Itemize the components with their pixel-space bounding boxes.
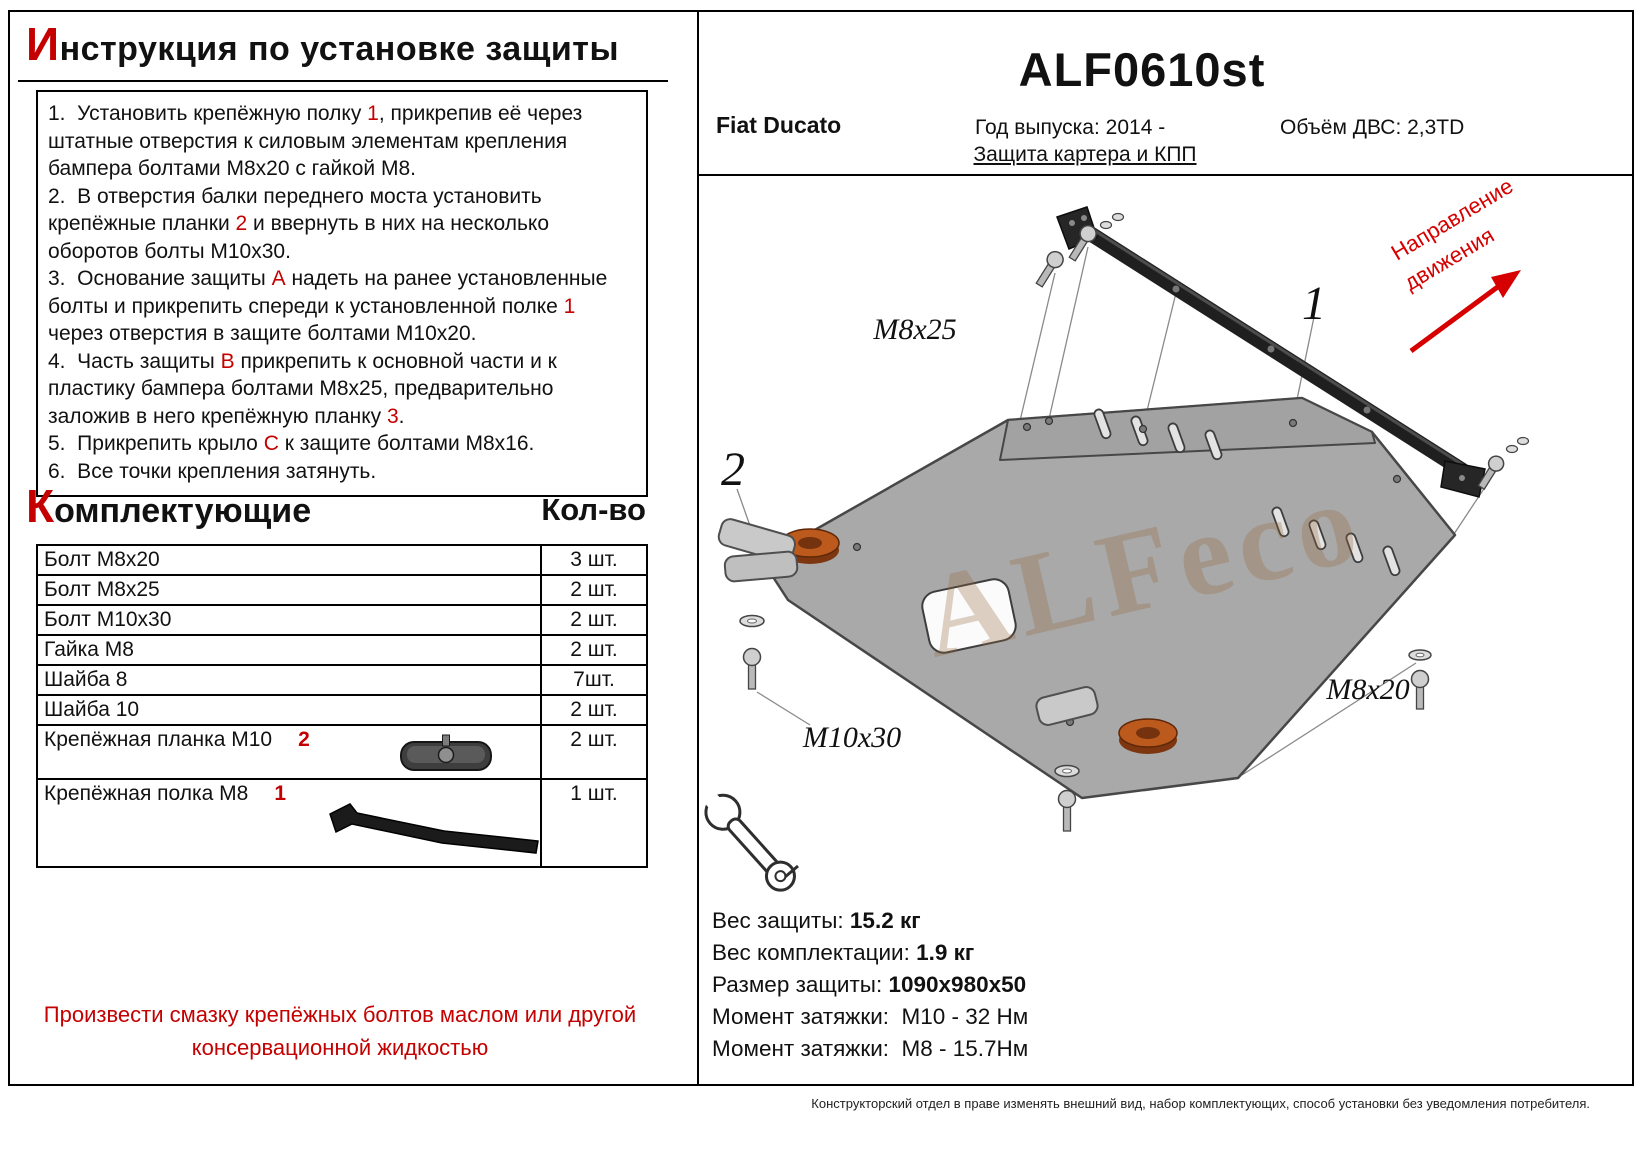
parts-header: Комплектующие Кол-во [26,480,646,532]
part-qty: 2 шт. [540,694,648,726]
part-qty: 7шт. [540,664,648,696]
product-subtitle: Защита картера и КПП [973,143,1197,166]
part-qty: 2 шт. [540,634,648,666]
part-name: Крепёжная планка М10 [44,728,273,751]
label-m8x20: М8х20 [1325,673,1409,706]
spec-row: Момент затяжки: М10 - 32 Нм [712,1004,1029,1029]
title-rule [18,80,668,82]
parts-row: Шайба 10 2 шт. [36,694,648,726]
part-name: Крепёжная полка М8 [44,782,249,805]
parts-row: Гайка М8 2 шт. [36,634,648,666]
installation-steps: 1. Установить крепёжную полку 1, прикреп… [48,100,636,485]
page-frame [8,10,1634,1086]
bolt-m10x30-bottom [1054,764,1080,832]
header-rule [697,174,1634,176]
engine-volume: Объём ДВС: 2,3TD [1280,116,1465,139]
part-ref-number: 2 [298,728,310,751]
label-m10x30: М10х30 [802,721,901,754]
parts-row: Болт М10х30 2 шт. [36,604,648,636]
parts-row: Крепёжная полка М8 1 1 шт. [36,778,648,868]
clamp-plate-icon [400,734,492,771]
direction-arrow [1409,270,1521,354]
parts-row: Болт М8х25 2 шт. [36,574,648,606]
rubber-mount [1118,718,1178,754]
spec-row: Момент затяжки: М8 - 15.7Нм [712,1036,1029,1061]
part-qty: 2 шт. [540,604,648,636]
clamp-plate-bottom [1035,686,1099,726]
parts-title: Комплектующие [26,480,312,532]
label-part1: 1 [1302,277,1326,330]
wrench-icon [699,787,796,892]
shelf-bracket-icon [329,803,539,854]
parts-row: Шайба 8 7шт. [36,664,648,696]
spec-row: Вес защиты: 15.2 кг [712,908,921,933]
instruction-step: 1. Установить крепёжную полку 1, прикреп… [48,102,589,180]
installation-steps-box: 1. Установить крепёжную полку 1, прикреп… [36,90,648,497]
parts-row: Болт М8х20 3 шт. [36,544,648,576]
part-qty: 1 шт. [540,778,648,868]
part-qty: 2 шт. [540,574,648,606]
label-m8x25: М8х25 [872,313,956,346]
parts-row: Крепёжная планка М10 2 2 шт. [36,724,648,780]
bolt-m8x20 [1408,649,1432,710]
disclaimer: Конструкторский отдел в праве изменять в… [811,1096,1590,1111]
instruction-step: 4. Часть защиты В прикрепить к основной … [48,349,563,428]
grease-note: Произвести смазку крепёжных болтов масло… [43,1002,637,1060]
qty-header: Кол-во [541,492,646,527]
label-part2: 2 [721,443,745,496]
instruction-step: 3. Основание защиты А надеть на ранее ус… [48,267,614,345]
title-initial: И [26,18,60,70]
part-name: Шайба 8 [44,668,128,691]
instruction-step: 2. В отверстия балки переднего моста уст… [48,184,555,263]
bolt-m8x25-right [1477,436,1530,491]
skid-plate-upper-section [999,397,1376,461]
parts-title-initial: К [26,480,55,532]
instruction-step: 6. Все точки крепления затянуть. [48,459,377,483]
part-ref-number: 1 [274,782,287,805]
assembly-diagram: ALFeco [699,177,1530,892]
part-qty: 2 шт. [540,724,648,780]
spec-row: Размер защиты: 1090x980x50 [712,972,1027,997]
bolt-m10x30-left [739,614,765,690]
part-name: Гайка М8 [44,638,134,661]
specs-block: Вес защиты: 15.2 кг Вес комплектации: 1.9… [712,908,1028,1068]
part-name: Болт М8х20 [44,548,160,571]
clamp-plate-left [717,518,799,583]
part-name: Болт М8х25 [44,578,160,601]
vent-slots-lower [1271,506,1401,577]
part-name: Болт М10х30 [44,608,172,631]
vehicle-year: Год выпуска: 2014 - [975,116,1166,139]
spec-row: Вес комплектации: 1.9 кг [712,940,975,965]
vehicle-model: Fiat Ducato [716,112,842,138]
access-hole [921,578,1017,654]
page-title: Инструкция по установке защиты [26,18,619,70]
product-code: ALF0610st [1018,43,1266,96]
bolt-m8x25 [1035,212,1125,288]
part-qty: 3 шт. [540,544,648,576]
wrench-tick [784,864,799,879]
column-divider [697,10,699,1086]
instruction-step: 5. Прикрепить крыло С к защите болтами М… [48,432,535,455]
part-name: Шайба 10 [44,698,140,721]
